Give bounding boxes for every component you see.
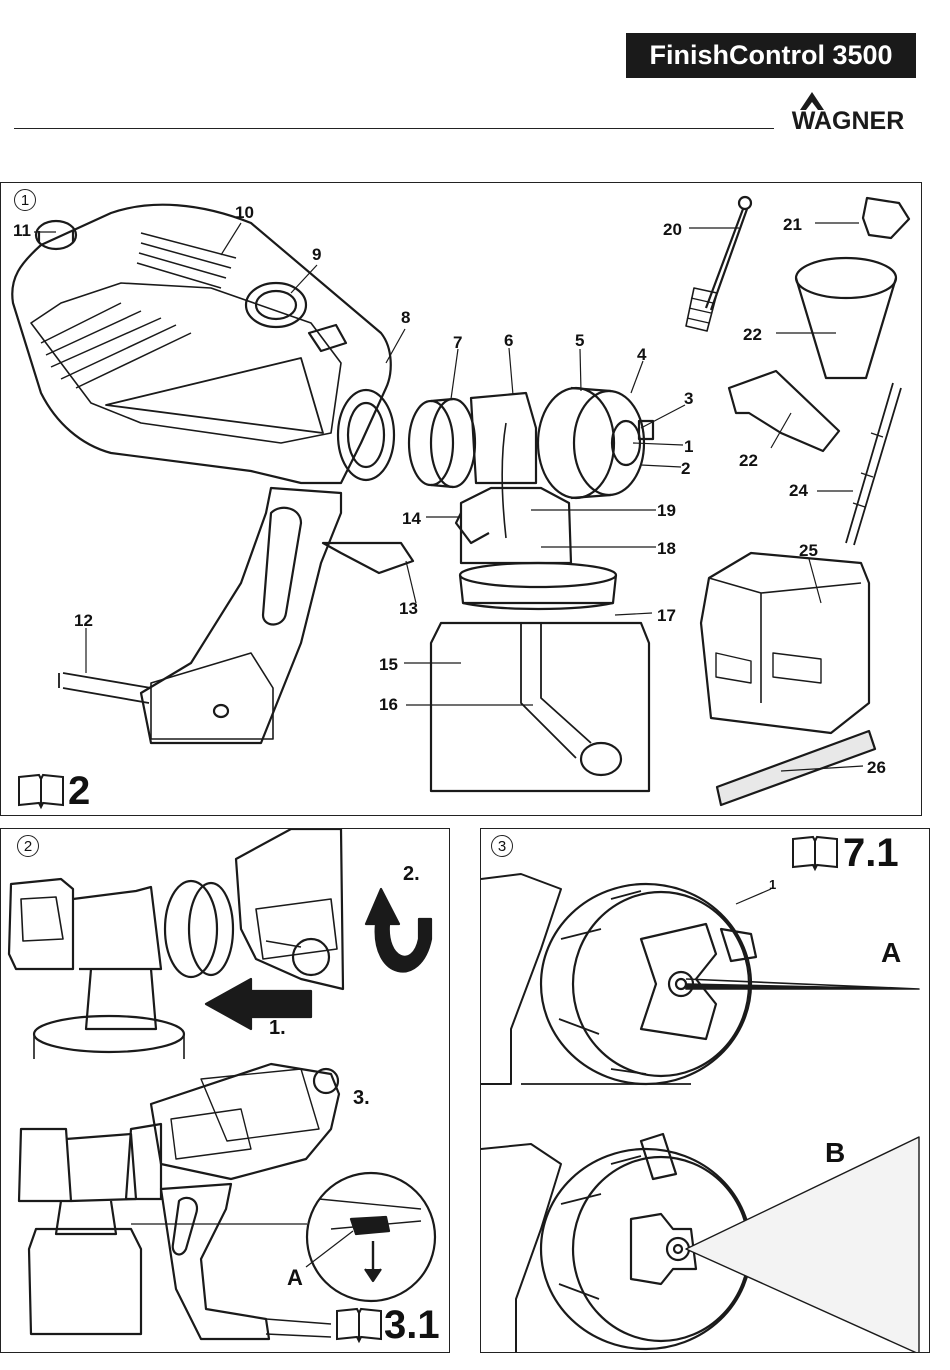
callout-26: 26: [867, 758, 886, 777]
callout-16: 16: [379, 695, 398, 714]
manual-ref: 3.1: [384, 1303, 440, 1347]
callout-19: 19: [657, 501, 676, 520]
step-label-2: 2.: [403, 863, 420, 885]
assembly-drawing: [7, 829, 437, 1341]
manual-ref: 7.1: [843, 831, 899, 875]
callout-11: 11: [13, 221, 31, 240]
panel-number: 3: [491, 835, 513, 857]
callout-22-cover: 22: [739, 451, 758, 470]
wagner-logo-icon: WAGNER: [792, 92, 905, 135]
brand-logo: WAGNER: [778, 88, 918, 135]
figure-panel-3: 3 7.1 1 A B: [480, 828, 930, 1353]
callout-1: 1: [769, 877, 777, 892]
pattern-label-b: B: [825, 1137, 846, 1168]
callout-24: 24: [789, 481, 808, 500]
callout-6: 6: [504, 331, 514, 350]
callout-14: 14: [402, 509, 421, 528]
callout-1: 1: [684, 437, 694, 456]
callout-15: 15: [379, 655, 398, 674]
callout-13: 13: [399, 599, 418, 618]
callout-2: 2: [681, 459, 691, 478]
detail-label-a: A: [287, 1265, 303, 1290]
callout-8: 8: [401, 308, 411, 327]
product-title: FinishControl 3500: [626, 33, 916, 78]
pattern-label-a: A: [881, 937, 902, 968]
callout-3: 3: [684, 389, 694, 408]
callout-12: 12: [74, 611, 93, 630]
manual-ref: 2: [68, 769, 91, 813]
step-label-1: 1.: [269, 1017, 286, 1039]
book-icon: [791, 835, 839, 872]
callout-5: 5: [575, 331, 585, 350]
callout-10: 10: [235, 203, 254, 222]
header-rule: [14, 128, 774, 129]
figure-panel-2: 2: [0, 828, 450, 1353]
sprayer-exploded-drawing: [11, 195, 911, 807]
callout-22-cone: 22: [743, 325, 762, 344]
callout-18: 18: [657, 539, 676, 558]
figure-panel-1: 1: [0, 182, 922, 816]
callout-25: 25: [799, 541, 818, 560]
callout-21: 21: [783, 215, 802, 234]
callout-4: 4: [637, 345, 647, 364]
callout-20: 20: [663, 220, 682, 239]
panel-number: 1: [14, 189, 36, 211]
callout-17: 17: [657, 606, 676, 625]
step-label-3: 3.: [353, 1087, 370, 1109]
brand-name: WAGNER: [792, 107, 905, 135]
book-icon: [17, 773, 65, 810]
panel-number: 2: [17, 835, 39, 857]
callout-9: 9: [312, 245, 322, 264]
spray-pattern-drawing: [481, 873, 920, 1352]
callout-7: 7: [453, 333, 463, 352]
book-icon: [335, 1307, 383, 1344]
